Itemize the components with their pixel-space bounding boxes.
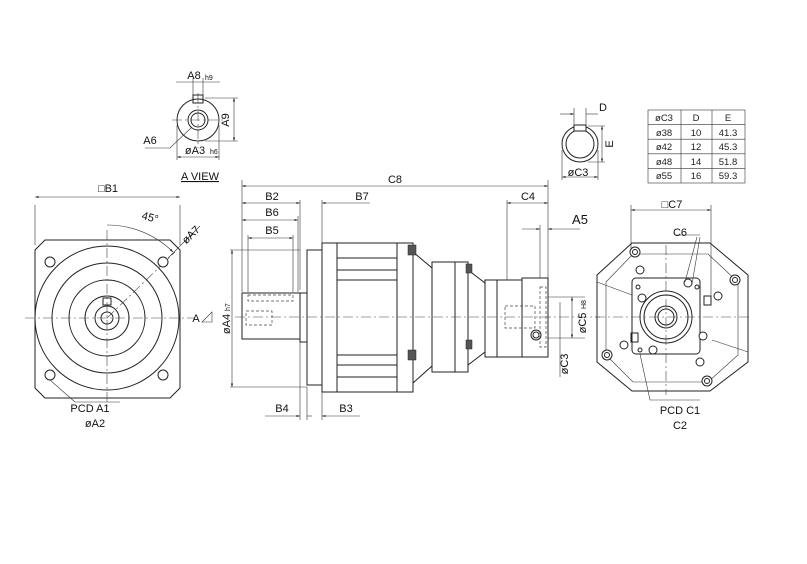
output-shaft — [241, 292, 301, 340]
side-view: C8 B2 B7 B6 B5 C4 A5 øA4 h7 B4 B3 øC5 H8… — [221, 174, 600, 420]
dim-e: E — [604, 140, 616, 147]
gearbox-housing — [321, 242, 398, 393]
input-flange-view: □C7 C6 PCD C1 C2 — [595, 199, 750, 432]
dim-a8-tolerance: h9 — [205, 75, 213, 82]
table-header-cell: øC3 — [655, 113, 673, 124]
input-bolt-holes — [601, 246, 741, 387]
dim-b5: B5 — [265, 225, 278, 237]
dim-a7: øA7 — [180, 224, 203, 247]
dim-pcd-c1: PCD C1 — [660, 405, 700, 417]
table-cell: 16 — [691, 171, 702, 182]
housing-bolts — [407, 244, 473, 361]
view-marker-a: A — [192, 313, 200, 325]
a-view-shaft-end: A8 h9 A9 A6 øA3 h6 A VIEW — [143, 70, 238, 183]
dim-c2: C2 — [673, 420, 687, 432]
table-cell: 51.8 — [719, 157, 738, 168]
dim-c3-side: øC3 — [559, 354, 571, 375]
dim-d: D — [599, 102, 607, 114]
dim-b6: B6 — [265, 207, 278, 219]
octagonal-housing — [596, 242, 749, 392]
dim-a8: A8 — [187, 70, 200, 82]
dim-c5: øC5 — [577, 313, 589, 334]
table-header-cell: D — [693, 113, 700, 124]
dim-a4: øA4 — [221, 314, 233, 334]
dim-pcd-a1: PCD A1 — [70, 403, 109, 415]
table-cell: 59.3 — [719, 171, 738, 182]
table-cell: ø48 — [656, 157, 672, 168]
dim-a6: A6 — [143, 135, 156, 147]
table-cell: 12 — [691, 142, 702, 153]
dim-a3-tolerance: h6 — [210, 149, 218, 156]
bore-keyway-section: D E øC3 — [560, 102, 616, 180]
table-cell: ø38 — [656, 128, 672, 139]
mounting-holes — [44, 256, 169, 381]
a-view-title: A VIEW — [181, 171, 220, 183]
motor-adapter-collar — [496, 279, 523, 358]
square-flange-outline — [34, 239, 181, 399]
table-row: ø48 14 51.8 — [656, 157, 737, 168]
dim-c4: C4 — [521, 191, 535, 203]
dim-b1: □B1 — [98, 183, 118, 195]
table-header: øC3 D E — [655, 113, 731, 124]
dim-a3: øA3 — [185, 145, 205, 157]
dim-b2: B2 — [265, 191, 278, 203]
dim-b7: B7 — [355, 191, 368, 203]
dim-a2: øA2 — [85, 418, 105, 430]
dim-b4: B4 — [275, 403, 288, 415]
table-row: ø38 10 41.3 — [656, 128, 737, 139]
table-cell: 45.3 — [719, 142, 738, 153]
output-flange — [306, 249, 323, 386]
dim-c7: □C7 — [662, 199, 683, 211]
table-cell: ø42 — [656, 142, 672, 153]
dim-a4-tolerance: h7 — [225, 303, 232, 311]
dim-c6: C6 — [673, 227, 687, 239]
table-cell: 14 — [691, 157, 702, 168]
table-cell: 41.3 — [719, 128, 738, 139]
table-cell: ø55 — [656, 171, 672, 182]
dim-a5: A5 — [572, 212, 588, 227]
bore-dimension-table: øC3 D E ø38 10 41.3 ø42 12 45.3 ø48 14 5… — [647, 109, 746, 184]
dim-angle: 45° — [140, 210, 159, 226]
table-row: ø55 16 59.3 — [656, 171, 737, 182]
table-row: ø42 12 45.3 — [656, 142, 737, 153]
table-header-cell: E — [725, 113, 731, 124]
dim-b3: B3 — [339, 403, 352, 415]
dim-c8: C8 — [388, 174, 402, 186]
dim-a9: A9 — [220, 113, 232, 126]
front-flange-view: □B1 45° øA7 A PCD A1 øA2 — [25, 183, 213, 430]
table-cell: 10 — [691, 128, 702, 139]
dim-c3-section: øC3 — [568, 167, 589, 179]
dim-c5-tolerance: H8 — [581, 300, 588, 309]
